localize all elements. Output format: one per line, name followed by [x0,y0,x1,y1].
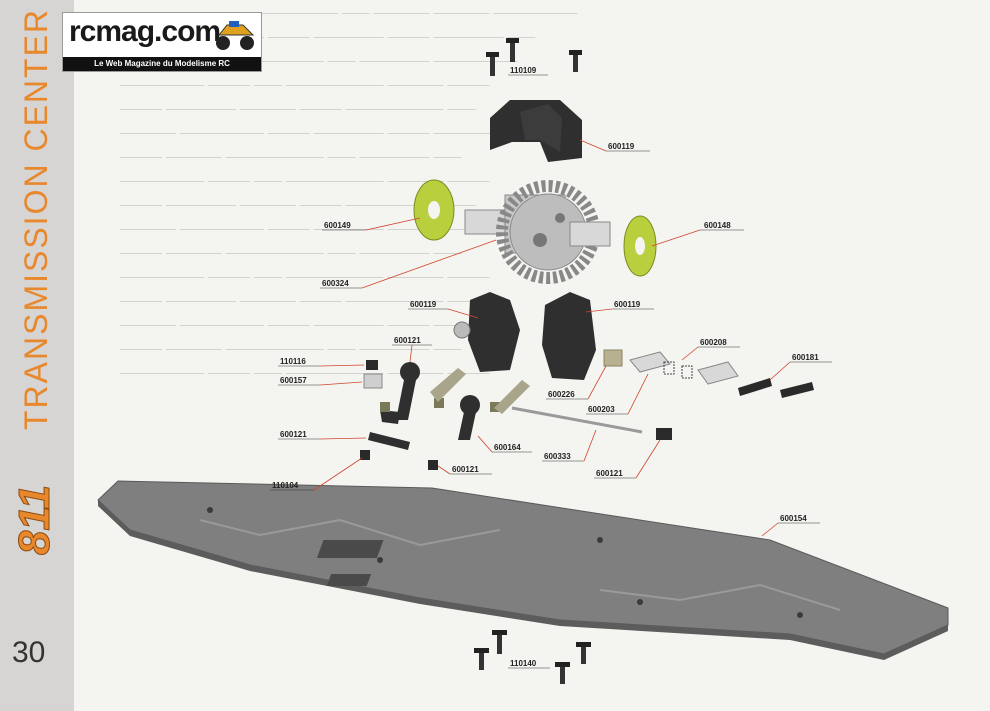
part-label: 110104 [270,457,363,491]
brake-arm-right [458,395,480,440]
part-label: 600121 [594,439,661,479]
part-label: 600119 [585,300,654,313]
brake-disc-left [413,179,455,241]
part-label: 600181 [769,353,832,381]
svg-text:600164: 600164 [494,443,521,452]
bearing-block-left [453,292,520,372]
svg-text:110116: 110116 [280,357,306,366]
svg-text:600119: 600119 [614,300,641,309]
part-label: 600157 [278,376,363,386]
svg-text:600119: 600119 [410,300,437,309]
svg-text:600324: 600324 [322,279,349,288]
part-label: 600148 [651,221,744,247]
part-label: 600149 [322,217,421,231]
brake-arm-left [380,362,420,424]
page-number: 30 [12,636,46,669]
site-logo-text: rcmag.com [69,15,221,48]
screw-group-bottom [474,630,591,684]
part-label: 600121 [278,430,367,440]
part-label: 600203 [586,373,649,415]
svg-text:110109: 110109 [510,66,537,75]
part-label: 110109 [508,66,548,76]
svg-text:600181: 600181 [792,353,819,362]
series-logo-text: 811 [12,485,59,555]
chassis-plate [97,480,949,660]
center-differential [464,180,611,284]
brake-disc-right [623,215,657,277]
part-label: 600121 [392,336,432,363]
svg-text:110140: 110140 [510,659,537,668]
part-label: 600226 [546,365,607,400]
svg-text:600149: 600149 [324,221,351,230]
svg-text:600148: 600148 [704,221,731,230]
part-label: 600154 [761,514,820,537]
svg-text:600121: 600121 [280,430,307,439]
part-label: 600208 [681,338,740,361]
svg-text:600203: 600203 [588,405,615,414]
hardware-small [360,349,814,470]
screw-group-top [486,38,582,76]
part-label: 110116 [278,357,365,367]
svg-text:600154: 600154 [780,514,807,523]
sidebar-strip: TRANSMISSION CENTER 811 30 [0,0,74,711]
series-logo: 811 [12,484,60,555]
part-label: 600164 [477,435,532,453]
part-label: 600121 [437,465,492,475]
svg-text:600157: 600157 [280,376,307,385]
svg-text:600121: 600121 [596,469,623,478]
top-bracket [490,100,582,162]
svg-text:600121: 600121 [394,336,421,345]
site-logo[interactable]: rcmag.com Le Web Magazine du Modelisme R… [62,12,262,72]
svg-text:600119: 600119 [608,142,635,151]
site-tagline: Le Web Magazine du Modelisme RC [63,57,261,71]
svg-text:600208: 600208 [700,338,727,347]
part-label: 600333 [542,429,597,462]
svg-text:600333: 600333 [544,452,571,461]
part-label: 600119 [579,139,650,152]
svg-text:110104: 110104 [272,481,299,490]
part-label: 600324 [320,239,497,289]
bearing-block-right [542,292,596,380]
buggy-icon [216,21,255,50]
svg-text:600121: 600121 [452,465,479,474]
svg-text:600226: 600226 [548,390,575,399]
part-label: 110140 [508,659,550,669]
part-label: 600119 [408,300,479,319]
